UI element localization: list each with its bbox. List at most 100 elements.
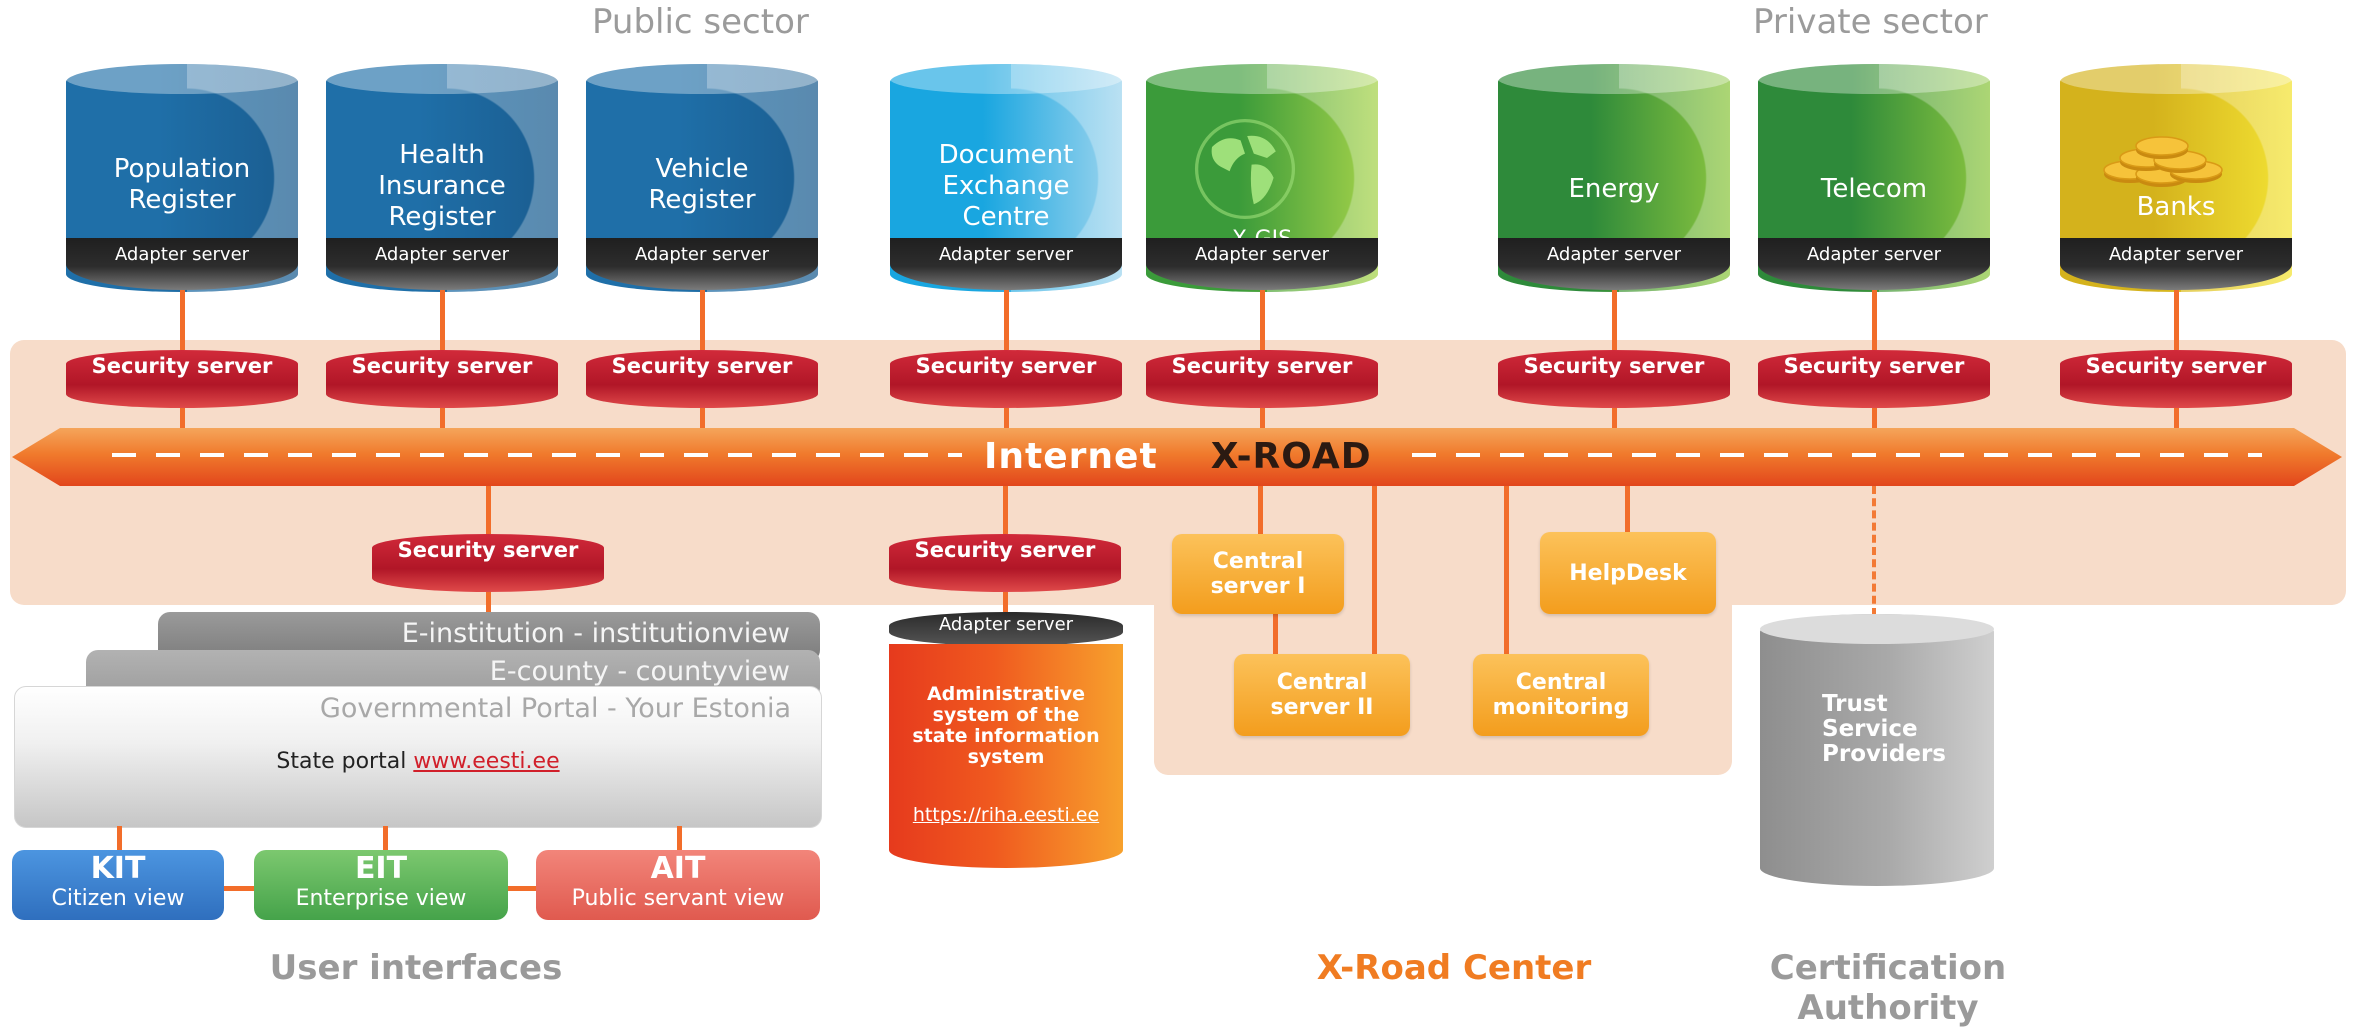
xroad-center-heading: X-Road Center	[1316, 948, 1592, 988]
database-label: Vehicle Register	[648, 154, 756, 215]
security-server: Security server	[326, 350, 558, 408]
state-portal-text: State portal www.eesti.ee	[276, 749, 560, 774]
trust-service-providers: Trust Service Providers	[1760, 614, 1994, 886]
central-monitoring: Central monitoring	[1473, 654, 1649, 736]
adapter-server-label: Adapter server	[374, 244, 510, 265]
database-label: Energy	[1568, 174, 1660, 204]
connector-line	[1260, 408, 1265, 430]
eit-enterprise-view-button[interactable]: EIT Enterprise view	[254, 850, 508, 920]
dashed-connector-line	[1872, 486, 1876, 616]
riha-link[interactable]: https://riha.eesti.ee	[912, 804, 1100, 826]
security-server-label: Security server	[1523, 354, 1705, 378]
connector-line	[117, 826, 122, 850]
coins-icon	[2103, 136, 2223, 187]
connector-line	[1372, 486, 1377, 654]
connector-line	[222, 886, 256, 891]
adapter-server-label: Adapter server	[2108, 244, 2244, 265]
security-server-label: Security server	[91, 354, 273, 378]
globe-icon	[1194, 118, 1296, 220]
database-cylinder: X-GISAdapter server	[1146, 64, 1378, 322]
connector-line	[1003, 486, 1008, 534]
user-interfaces-heading: User interfaces	[269, 948, 563, 988]
riha-database: Adapter server Administrative system of …	[889, 612, 1123, 882]
connector-line	[700, 290, 705, 350]
private-sector-heading: Private sector	[1753, 2, 1988, 42]
adapter-server-label: Adapter server	[1194, 244, 1330, 265]
security-server: Security server	[2060, 350, 2292, 408]
internet-xroad-label: Internet X-ROAD	[984, 436, 1372, 477]
adapter-server: Adapter server	[326, 238, 558, 290]
connector-line	[1625, 486, 1630, 532]
connector-line	[1872, 290, 1877, 350]
connector-line	[486, 486, 491, 534]
connector-line	[508, 886, 538, 891]
connector-line	[1872, 408, 1877, 430]
central-server-2: Central server II	[1234, 654, 1410, 736]
riha-description: Administrative system of the state infor…	[912, 683, 1100, 768]
security-server: Security server	[890, 350, 1122, 408]
gov-portal-panel: Governmental Portal - Your Estonia State…	[14, 686, 822, 828]
adapter-server: Adapter server	[2060, 238, 2292, 290]
adapter-server: Adapter server	[1758, 238, 1990, 290]
security-server: Security server	[1758, 350, 1990, 408]
connector-line	[2174, 290, 2179, 350]
database-label: Telecom	[1820, 174, 1928, 204]
kit-citizen-view-button[interactable]: KIT Citizen view	[12, 850, 224, 920]
database-label: Population Register	[113, 154, 251, 215]
state-portal-link[interactable]: www.eesti.ee	[413, 749, 560, 774]
helpdesk: HelpDesk	[1540, 532, 1716, 614]
security-server: Security server	[1146, 350, 1378, 408]
adapter-server: Adapter server	[890, 238, 1122, 290]
riha-adapter-label: Adapter server	[938, 614, 1074, 635]
connector-line	[1273, 614, 1278, 654]
security-server: Security server	[586, 350, 818, 408]
connector-line	[1258, 486, 1263, 536]
connector-line	[1004, 290, 1009, 350]
connector-line	[486, 582, 491, 614]
security-server-label: Security server	[2085, 354, 2267, 378]
security-server-label: Security server	[351, 354, 533, 378]
adapter-server: Adapter server	[1146, 238, 1378, 290]
public-sector-heading: Public sector	[592, 2, 809, 42]
connector-line	[1260, 290, 1265, 350]
adapter-server-label: Adapter server	[938, 244, 1074, 265]
adapter-server: Adapter server	[66, 238, 298, 290]
connector-line	[1504, 486, 1509, 654]
database-label: Document Exchange Centre	[938, 140, 1074, 232]
connector-line	[677, 826, 682, 850]
internet-xroad-arrow	[12, 428, 2342, 486]
connector-line	[700, 408, 705, 430]
connector-line	[1612, 408, 1617, 430]
security-server: Security server	[1498, 350, 1730, 408]
adapter-server-label: Adapter server	[634, 244, 770, 265]
security-server-label: Security server	[915, 354, 1097, 378]
security-server-label: Security server	[1171, 354, 1353, 378]
security-server-label: Security server	[1783, 354, 1965, 378]
connector-line	[440, 408, 445, 430]
security-server: Security server	[66, 350, 298, 408]
adapter-server-label: Adapter server	[1806, 244, 1942, 265]
internet-label: Internet	[984, 436, 1158, 477]
database-label: Banks	[2136, 192, 2216, 222]
connector-line	[2174, 408, 2179, 430]
security-server-riha: Security server	[889, 534, 1121, 592]
adapter-server: Adapter server	[586, 238, 818, 290]
security-server-portal: Security server	[372, 534, 604, 592]
connector-line	[180, 290, 185, 350]
trust-label: Trust Service Providers	[1822, 691, 1946, 767]
xroad-label: X-ROAD	[1210, 436, 1372, 477]
connector-line	[180, 408, 185, 430]
ait-public-servant-view-button[interactable]: AIT Public servant view	[536, 850, 820, 920]
connector-line	[440, 290, 445, 350]
connector-line	[1004, 408, 1009, 430]
connector-line	[1612, 290, 1617, 350]
adapter-server-label: Adapter server	[1546, 244, 1682, 265]
database-label: Health Insurance Register	[378, 140, 506, 232]
connector-line	[383, 826, 388, 850]
